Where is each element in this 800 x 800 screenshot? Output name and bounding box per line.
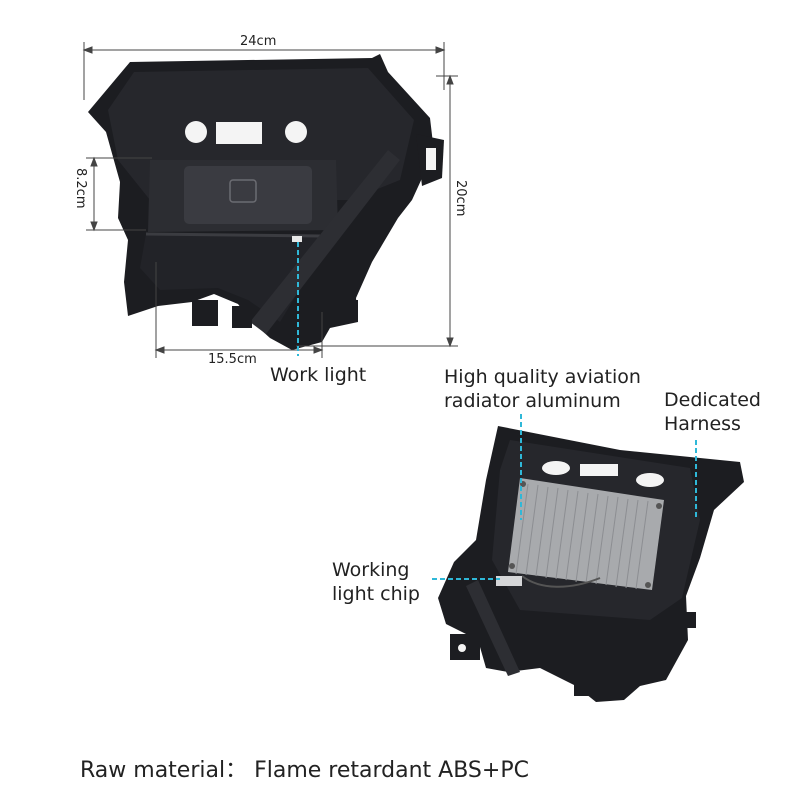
radiator-aluminum-plate <box>508 478 664 590</box>
callout-harness-line2: Harness <box>664 413 741 435</box>
callout-chip: Working light chip <box>332 558 420 606</box>
callout-harness: Dedicated Harness <box>664 388 761 436</box>
callout-radiator-line2: radiator aluminum <box>444 390 621 412</box>
callout-chip-line2: light chip <box>332 583 420 605</box>
dimension-line-depth <box>86 156 152 232</box>
dimension-label-height: 20cm <box>453 180 468 217</box>
dimension-label-bottom: 15.5cm <box>208 352 257 367</box>
callout-work-light: Work light <box>270 364 367 386</box>
dimension-label-width: 24cm <box>240 34 277 49</box>
material-caption: Raw material： Flame retardant ABS+PC <box>80 758 529 783</box>
callout-radiator: High quality aviation radiator aluminum <box>444 365 641 413</box>
dimension-line-width <box>82 42 446 100</box>
dimension-line-bottom <box>154 262 324 358</box>
callout-radiator-line1: High quality aviation <box>444 366 641 388</box>
dimension-line-height <box>296 74 458 348</box>
callout-harness-line1: Dedicated <box>664 389 761 411</box>
dimension-label-depth: 8.2cm <box>73 168 88 209</box>
callout-chip-line1: Working <box>332 559 410 581</box>
